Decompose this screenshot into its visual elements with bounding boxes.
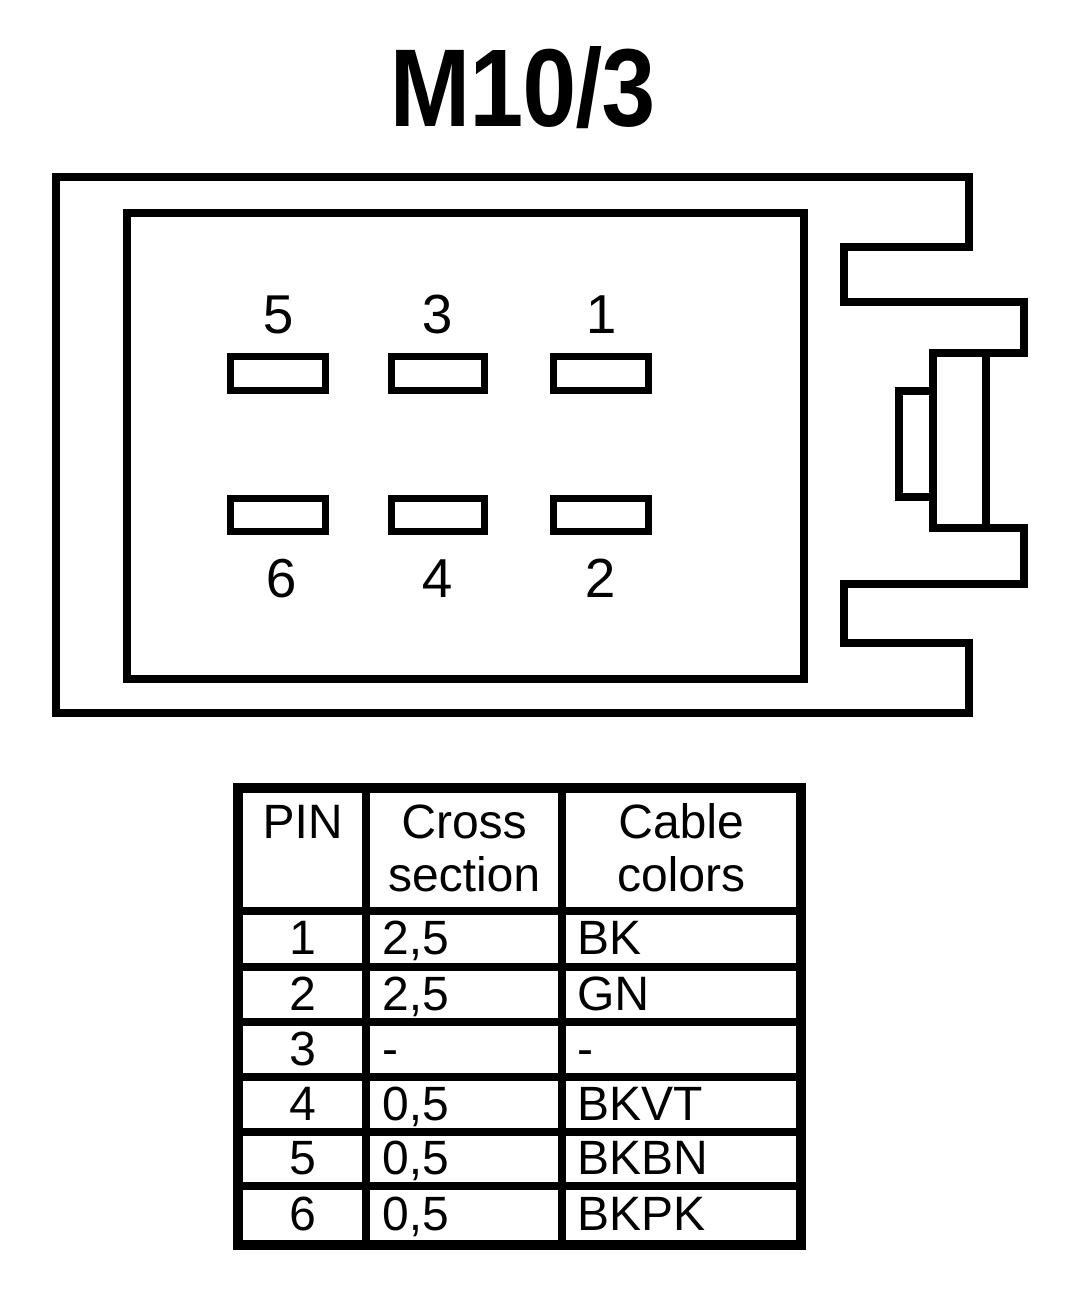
table-cell-pin: 2 — [243, 970, 362, 1018]
pin-slot-3 — [388, 353, 488, 394]
table-cell-cable-color: GN — [566, 970, 796, 1018]
pin-label-1: 1 — [586, 283, 617, 345]
table-cell-cable-color: BKBN — [566, 1135, 796, 1183]
table-header-cross-section: Cross section — [370, 793, 558, 907]
table-cell-cross-section: 2,5 — [370, 915, 558, 963]
pin-label-5: 5 — [263, 283, 294, 345]
page-title: M10/3 — [389, 27, 656, 150]
pin-slot-6 — [227, 495, 329, 535]
pin-slot-4 — [388, 495, 488, 535]
connector-body-outline — [52, 173, 1028, 717]
table-cell-pin: 4 — [243, 1080, 362, 1128]
table-cell-cable-color: BKPK — [566, 1190, 796, 1240]
pin-slot-1 — [550, 353, 652, 394]
table-cell-cross-section: - — [370, 1025, 558, 1073]
pin-assignment-table: PIN Cross section Cable colors 1 2,5 BK … — [233, 783, 806, 1250]
pin-label-3: 3 — [422, 283, 453, 345]
table-cell-cable-color: - — [566, 1025, 796, 1073]
pin-label-6: 6 — [266, 547, 297, 609]
connector-diagram: 5 3 1 6 4 2 — [52, 173, 1028, 717]
table-header-cable-colors: Cable colors — [566, 793, 796, 907]
table-cell-pin: 5 — [243, 1135, 362, 1183]
pin-slot-5 — [227, 353, 329, 394]
keying-tab-rect — [929, 349, 990, 532]
table-cell-pin: 6 — [243, 1190, 362, 1240]
table-cell-cross-section: 0,5 — [370, 1190, 558, 1240]
table-cell-pin: 3 — [243, 1025, 362, 1073]
table-cell-cross-section: 2,5 — [370, 970, 558, 1018]
pin-label-2: 2 — [585, 547, 616, 609]
table-header-pin: PIN — [243, 793, 362, 907]
table-cell-pin: 1 — [243, 915, 362, 963]
pin-slot-2 — [550, 495, 652, 535]
keying-small-rect — [895, 387, 937, 501]
table-cell-cable-color: BKVT — [566, 1080, 796, 1128]
table-cell-cross-section: 0,5 — [370, 1080, 558, 1128]
table-cell-cable-color: BK — [566, 915, 796, 963]
pin-label-4: 4 — [422, 547, 453, 609]
table-cell-cross-section: 0,5 — [370, 1135, 558, 1183]
connector-inner-frame — [123, 209, 808, 683]
